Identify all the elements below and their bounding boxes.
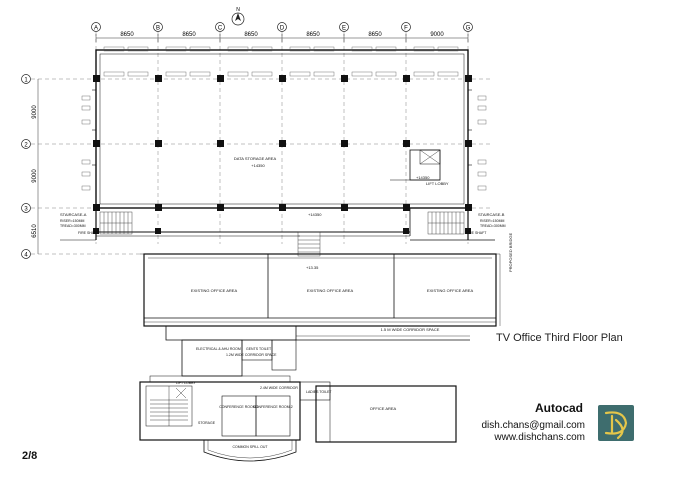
brand-email: dish.chans@gmail.com <box>481 420 585 431</box>
staircase-b <box>427 211 465 235</box>
grid-column-label: B <box>156 26 160 32</box>
level-label: +14350 <box>308 212 322 217</box>
drawing-title: TV Office Third Floor Plan <box>496 332 623 344</box>
brand-name: Autocad <box>535 401 583 415</box>
level-label: +13.35 <box>306 265 319 270</box>
staircase-detail: RISER=150MM <box>480 219 504 223</box>
grid-row-1: 1 <box>21 74 492 84</box>
grid-column-d: D <box>277 22 287 244</box>
staircase-detail: RISER=150MM <box>60 219 84 223</box>
room-label: CONFERENCE ROOM-2 <box>253 405 293 409</box>
room-label: CONFERENCE ROOM-1 <box>219 405 259 409</box>
room-label: EXISTING OFFICE AREA <box>191 288 238 293</box>
brand-website: www.dishchans.com <box>494 432 585 443</box>
column-spacing: 8650 <box>306 32 320 38</box>
column-spacing: 8650 <box>182 32 196 38</box>
grid-row-label: 3 <box>24 207 28 213</box>
structural-columns <box>93 75 472 234</box>
staircase-label: STAIRCASE-B <box>478 212 505 217</box>
column-spacing: 9000 <box>430 32 444 38</box>
room-label: ELECTRICAL & AHU ROOM <box>196 347 241 351</box>
existing-block-labels: EXISTING OFFICE AREA EXISTING OFFICE ARE… <box>191 288 474 332</box>
room-label: LIFT LOBBY <box>426 181 449 186</box>
north-label: N <box>236 7 240 13</box>
grid-column-label: D <box>280 26 285 32</box>
logo-mark <box>604 411 628 440</box>
existing-block-walls <box>140 253 501 327</box>
room-label: EXISTING OFFICE AREA <box>427 288 474 293</box>
upper-block-walls <box>60 46 495 241</box>
column-spacing: 8650 <box>244 32 258 38</box>
upper-block-labels: DATA STORAGE AREA +14350 LIFT LOBBY +143… <box>60 156 513 272</box>
column-spacing: 8650 <box>120 32 134 38</box>
grid-row-label: 4 <box>24 253 28 259</box>
corridor-label: 2.4M WIDE CORRIDOR <box>260 386 298 390</box>
level-label: +14350 <box>251 163 265 168</box>
shaft-label: FIRE SHAFT <box>78 231 99 235</box>
room-label: COMMON SPILL OUT <box>232 445 268 449</box>
page-number: 2/8 <box>22 450 38 462</box>
grid-row-label: 2 <box>24 143 28 149</box>
row-spacing: 9000 <box>32 105 38 119</box>
column-spacing: 8650 <box>368 32 382 38</box>
grid-column-label: G <box>466 26 471 32</box>
shaft-label: FIRE SHAFT <box>466 231 487 235</box>
room-label: STORAGE <box>198 421 216 425</box>
row-spacing: 6510 <box>32 224 38 238</box>
staircase-detail: TREAD=300MM <box>480 224 506 228</box>
lower-block-labels: ELECTRICAL & AHU ROOM GENTS TOILET 1.2M … <box>176 347 397 449</box>
note-label: PROPOSED BRIDGE <box>508 233 513 272</box>
dc-monogram-icon <box>598 405 634 441</box>
corridor-label: 1.2M WIDE CORRIDOR SPACE <box>226 353 277 357</box>
level-label: +14350 <box>416 175 430 180</box>
room-label: LIFT LOBBY <box>176 381 196 385</box>
room-label: LADIES TOILET <box>306 390 332 394</box>
grid-column-label: E <box>342 26 346 32</box>
room-label: GENTS TOILET <box>246 347 272 351</box>
grid-column-label: C <box>218 26 223 32</box>
grid-row-label: 1 <box>24 78 28 84</box>
staircase-label: STAIRCASE-A <box>60 212 87 217</box>
room-label: EXISTING OFFICE AREA <box>307 288 354 293</box>
row-spacing: 9000 <box>32 169 38 183</box>
logo-tile <box>598 405 634 441</box>
north-arrow-icon: N <box>231 7 245 26</box>
central-stair <box>297 231 321 257</box>
lower-block-walls <box>139 326 470 462</box>
grid-row-3: 3 <box>21 203 492 213</box>
grid-row-2: 2 <box>21 139 492 149</box>
top-dimensions: 8650 8650 8650 8650 8650 9000 <box>95 32 469 42</box>
grid-row-4: 4 <box>21 249 140 259</box>
room-label: DATA STORAGE AREA <box>234 156 277 161</box>
room-label: OFFICE AREA <box>370 406 397 411</box>
grid-column-label: F <box>404 26 408 32</box>
staircase-a <box>99 211 133 235</box>
grid-column-label: A <box>94 26 98 32</box>
row-grid: 1 2 3 4 9000 9000 6510 <box>21 74 492 259</box>
staircase-detail: TREAD=300MM <box>60 224 86 228</box>
corridor-label: 1.5 M WIDE CORRIDOR SPACE <box>381 327 440 332</box>
